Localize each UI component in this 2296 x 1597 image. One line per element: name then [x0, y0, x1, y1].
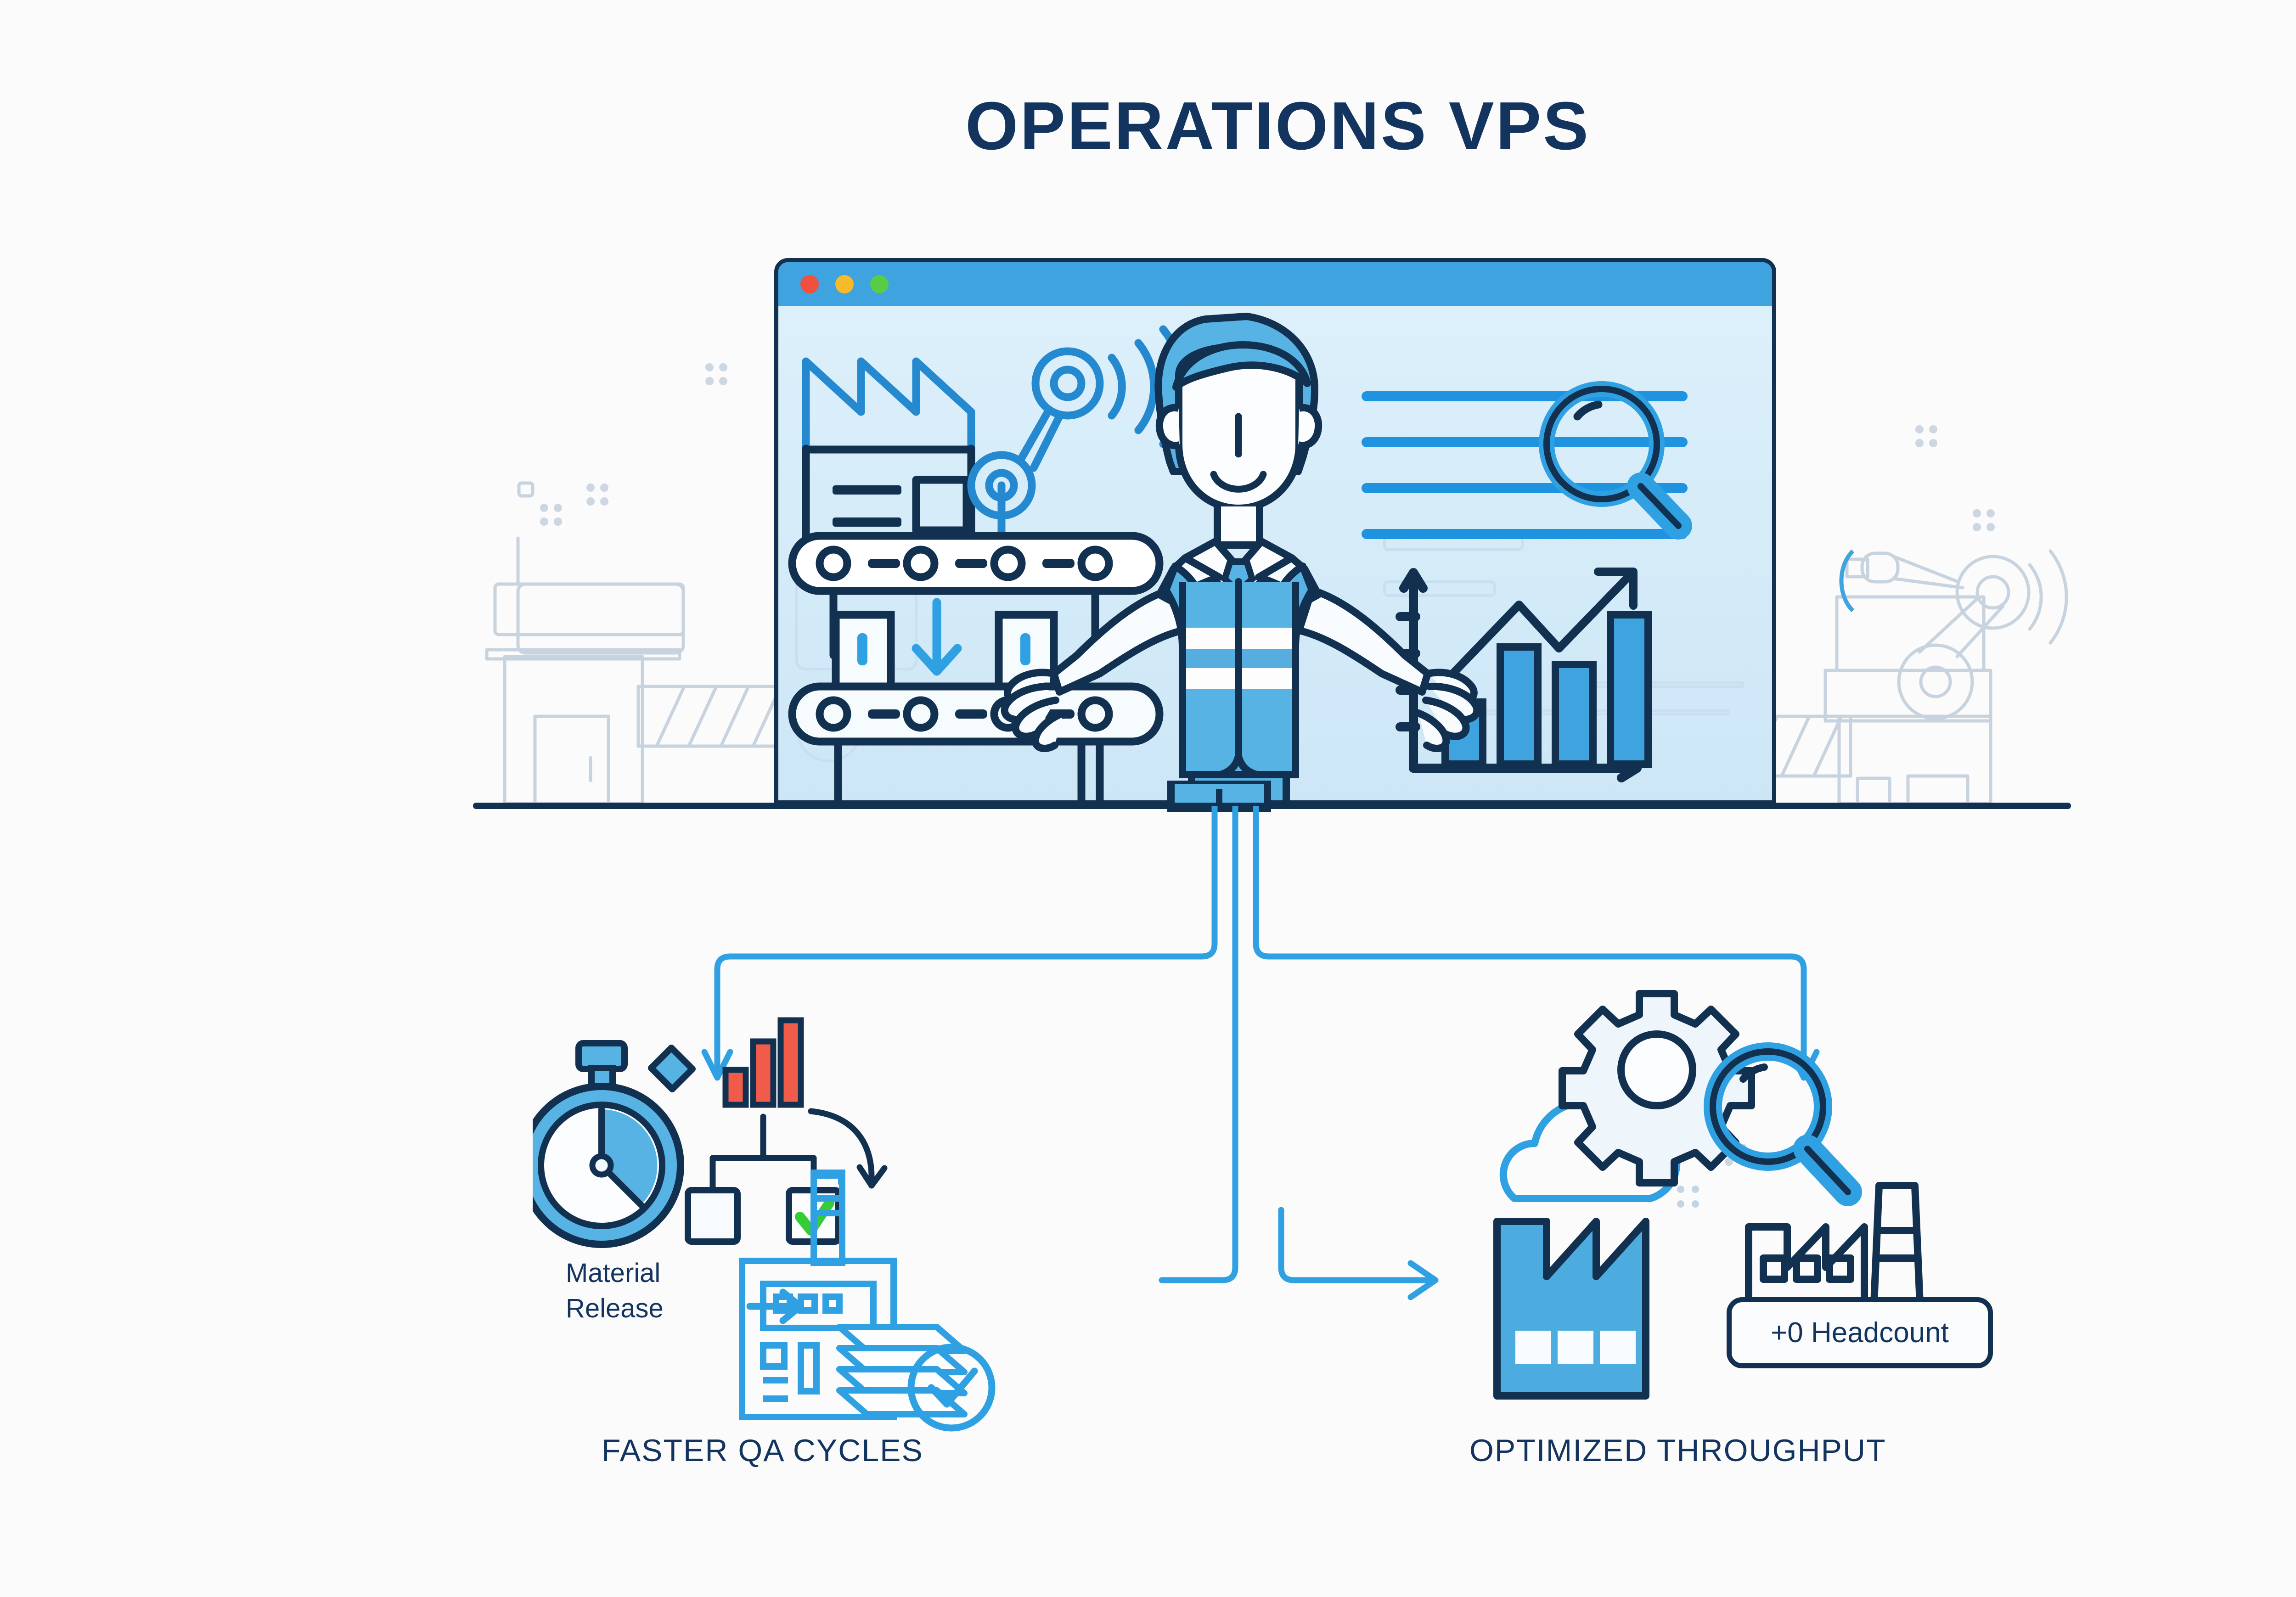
page-title: OPERATIONS VPS — [965, 88, 1590, 164]
worker-avatar — [1001, 313, 1481, 800]
maximize-icon[interactable] — [870, 275, 889, 293]
check-circle-icon — [907, 1344, 996, 1432]
close-icon[interactable] — [800, 275, 819, 293]
minimize-icon[interactable] — [835, 275, 854, 293]
stopwatch-icon — [533, 1040, 696, 1248]
bar-chart-icon — [1396, 568, 1652, 782]
browser-window — [774, 258, 1776, 804]
material-release-line2: Release — [566, 1293, 664, 1323]
factory-form-icon — [739, 1170, 996, 1432]
material-release-line1: Material — [566, 1258, 661, 1288]
gear-icon — [1559, 990, 1755, 1187]
dots-pattern-icon — [540, 363, 1995, 1166]
caption-optimized-throughput: OPTIMIZED THROUGHPUT — [1469, 1433, 1886, 1468]
arrow-right-center — [1278, 1207, 1436, 1283]
caption-faster-qa-cycles: FASTER QA CYCLES — [602, 1433, 923, 1468]
down-arrow-icon — [912, 598, 962, 676]
material-release-label: Material Release — [566, 1256, 664, 1326]
dots-pattern-icon — [1677, 1186, 1699, 1208]
faster-qa-cycles-group — [533, 1017, 996, 1432]
decision-tree-icon — [709, 1113, 817, 1193]
magnifier-icon — [1539, 381, 1692, 540]
arrow-down-left — [714, 806, 1218, 1075]
text-lines — [1362, 391, 1688, 539]
curved-arrow-icon — [808, 1108, 888, 1189]
empty-checkbox-icon — [685, 1187, 741, 1245]
arrow-right-icon — [746, 1288, 804, 1324]
headcount-badge: +0 Headcount — [1727, 1297, 1993, 1368]
ground-line — [473, 803, 2071, 809]
magnifier-icon — [1704, 1042, 1862, 1206]
optimized-throughput-group — [1493, 990, 1926, 1400]
browser-content — [778, 306, 1772, 800]
bar-chart-red-icon — [722, 1017, 804, 1108]
factory-filled-icon — [1493, 1218, 1649, 1400]
browser-titlebar — [778, 262, 1772, 306]
arrow-down-right — [1253, 806, 1807, 1075]
